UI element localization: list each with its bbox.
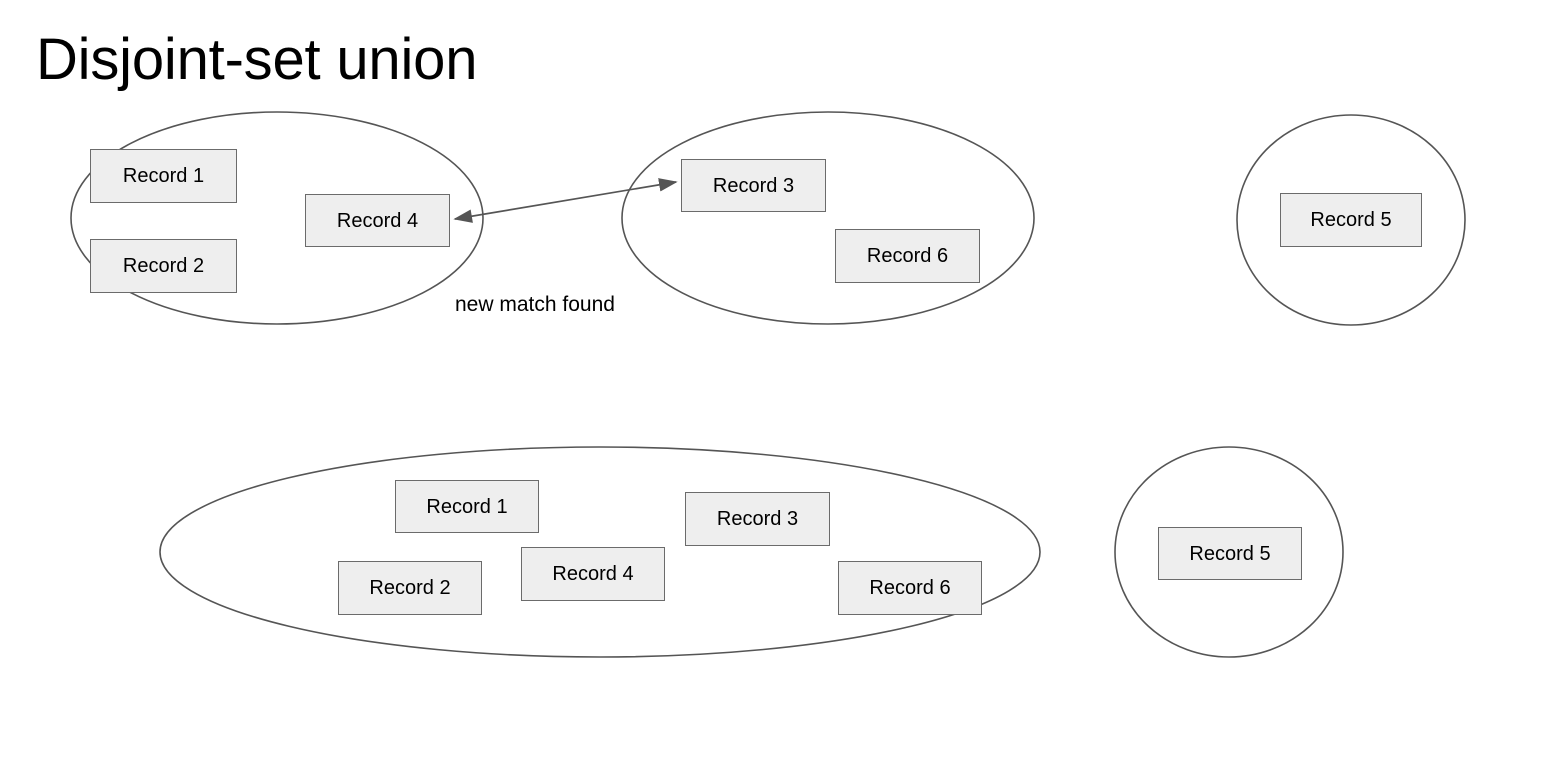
after-record-2-box[interactable]: Record 2 (338, 561, 482, 615)
after-record-6-box[interactable]: Record 6 (838, 561, 982, 615)
before-record-5-box[interactable]: Record 5 (1280, 193, 1422, 247)
before-group-c-circle (1236, 114, 1466, 326)
before-record-6-box[interactable]: Record 6 (835, 229, 980, 283)
after-record-1-box[interactable]: Record 1 (395, 480, 539, 533)
after-record-5-box[interactable]: Record 5 (1158, 527, 1302, 580)
before-record-4-box[interactable]: Record 4 (305, 194, 450, 247)
before-record-2-box[interactable]: Record 2 (90, 239, 237, 293)
after-record-3-box[interactable]: Record 3 (685, 492, 830, 546)
after-group-merged-ellipse (159, 446, 1041, 658)
before-record-1-box[interactable]: Record 1 (90, 149, 237, 203)
page-title: Disjoint-set union (36, 27, 478, 92)
after-record-4-box[interactable]: Record 4 (521, 547, 665, 601)
before-record-3-box[interactable]: Record 3 (681, 159, 826, 212)
new-match-found-label: new match found (455, 293, 615, 316)
new-match-connector (453, 178, 678, 223)
after-group-c-circle (1114, 446, 1344, 658)
before-group-b-ellipse (621, 111, 1035, 325)
